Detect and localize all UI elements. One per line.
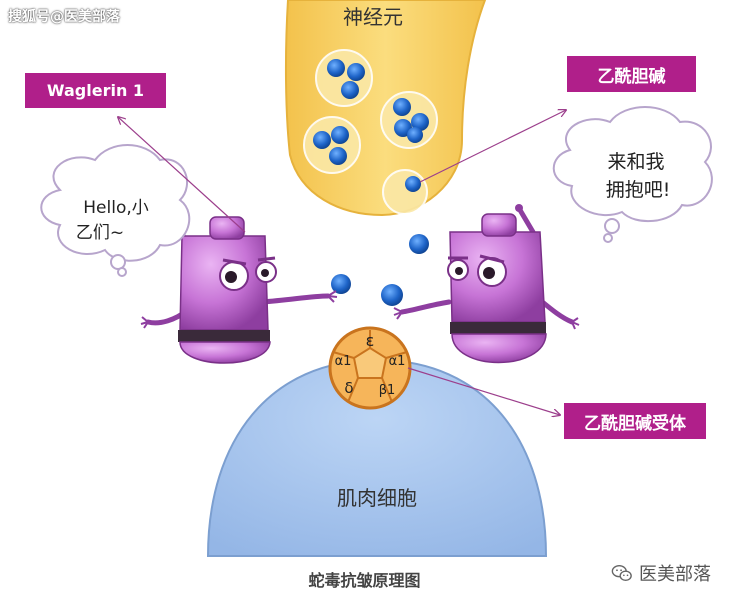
subunit-epsilon: ε [366, 331, 375, 350]
vesicle [315, 49, 373, 107]
acetylcholine-receptor: ε α1 α1 δ β1 [328, 326, 412, 410]
vesicle [382, 169, 428, 215]
speech-bubble-left-line2: 乙们~ [76, 223, 124, 243]
label-waglerin: Waglerin 1 [25, 73, 166, 108]
brand: 医美部落 [611, 560, 711, 586]
subunit-beta1: β1 [379, 383, 396, 398]
speech-bubble-right-line1: 来和我 [607, 151, 664, 173]
subunit-delta: δ [344, 379, 353, 397]
brand-name: 医美部落 [639, 564, 711, 585]
pointer-line-acetylcholine [419, 110, 566, 183]
figure-caption: 蛇毒抗皱原理图 [308, 571, 421, 590]
pointer-line-receptor [407, 367, 560, 415]
watermark: 搜狐号@医美部落 [8, 9, 120, 25]
acetylcholine-molecule [409, 234, 429, 254]
speech-bubble-right-line2: 拥抱吧! [606, 179, 671, 201]
wechat-icon [611, 564, 632, 582]
muscle-cell-label: 肌肉细胞 [337, 486, 417, 510]
acetylcholine-robot [393, 204, 580, 364]
label-acetylcholine: 乙酰胆碱 [567, 56, 696, 92]
subunit-alpha1-left: α1 [335, 354, 352, 369]
vesicle [380, 91, 438, 149]
waglerin-robot [140, 216, 338, 364]
vesicle [303, 116, 361, 174]
muscle-cell: 肌肉细胞 [206, 358, 548, 557]
pointer-line-waglerin [118, 117, 246, 233]
speech-bubble-right: 来和我 拥抱吧! [552, 106, 713, 243]
speech-bubble-left-line1: Hello,小 [83, 198, 149, 218]
acetylcholine-molecule [331, 274, 351, 294]
acetylcholine-molecules [331, 234, 429, 306]
neuron-label: 神经元 [343, 5, 403, 29]
speech-bubble-left: Hello,小 乙们~ [40, 144, 191, 277]
subunit-alpha1-right: α1 [389, 354, 406, 369]
acetylcholine-molecule [381, 284, 403, 306]
label-acetylcholine-receptor: 乙酰胆碱受体 [564, 403, 706, 439]
